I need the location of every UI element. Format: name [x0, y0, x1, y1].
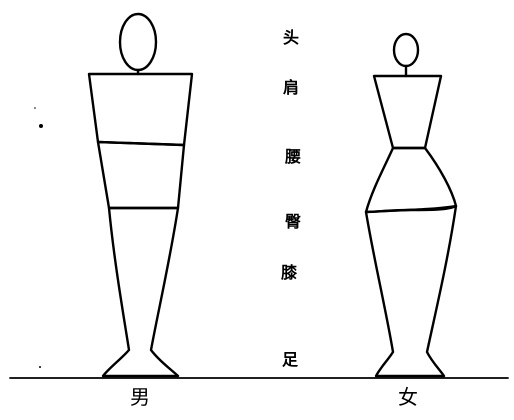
- female-head: [392, 32, 420, 68]
- label-waist: 腰: [284, 147, 302, 166]
- label-knee: 膝: [280, 263, 298, 282]
- male-caption: 男: [130, 385, 150, 409]
- female-hips: [364, 146, 458, 214]
- scan-speck: [34, 107, 36, 109]
- female-caption: 女: [398, 385, 418, 409]
- scan-speck: [39, 366, 41, 368]
- label-foot: 足: [281, 350, 299, 369]
- male-figure: [87, 12, 194, 378]
- male-head: [118, 12, 158, 72]
- male-legs: [101, 206, 180, 378]
- male-torso: [87, 72, 194, 147]
- male-waist-band: [96, 140, 186, 210]
- scan-speck: [39, 124, 43, 128]
- female-torso: [372, 74, 443, 150]
- label-shoulder: 肩: [282, 78, 300, 97]
- label-head: 头: [282, 28, 300, 47]
- female-figure: [364, 32, 458, 378]
- female-legs: [364, 204, 458, 378]
- label-hip: 臀: [284, 212, 302, 231]
